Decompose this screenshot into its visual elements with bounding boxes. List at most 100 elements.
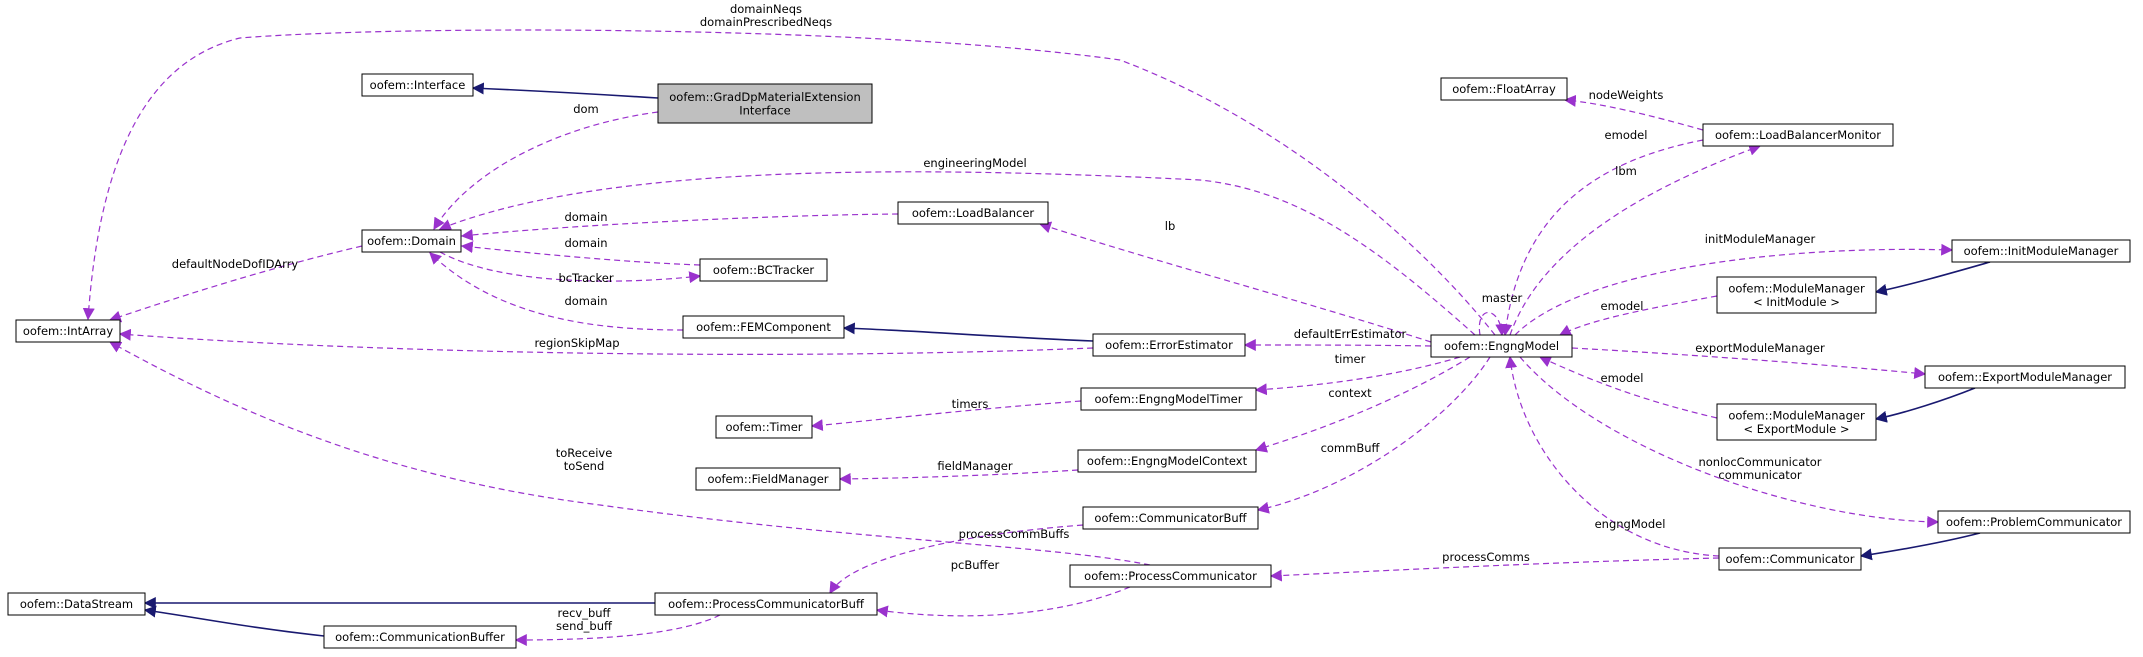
class-node-box xyxy=(1702,123,1894,147)
class-node-label: oofem::ModuleManager xyxy=(1728,408,1865,422)
edge-label-use-engngmodel-engngmodelcontext: context xyxy=(1328,386,1372,400)
class-node-timer[interactable]: oofem::Timer xyxy=(715,415,813,439)
edge-label-use-domain-bctracker: bcTracker xyxy=(558,271,613,285)
usage-edge-engngmodel-to-problemcommunicator xyxy=(1519,356,1940,528)
edge-label-use-bctracker-domain: domain xyxy=(564,236,607,250)
class-node-problemcommunicator[interactable]: oofem::ProblemCommunicator xyxy=(1937,510,2131,534)
class-node-loadbalancer[interactable]: oofem::LoadBalancer xyxy=(897,201,1049,225)
class-node-engngmodelcontext[interactable]: oofem::EngngModelContext xyxy=(1077,449,1257,473)
class-node-box xyxy=(7,592,146,616)
edge-label-use-communicator-engngmodel: engngModel xyxy=(1595,517,1666,531)
class-node-box xyxy=(361,229,462,253)
edge-label-use-domain-intarray: defaultNodeDofIDArry xyxy=(172,257,299,271)
class-node-label: oofem::DataStream xyxy=(20,597,133,611)
class-node-processcommunicatorbuff[interactable]: oofem::ProcessCommunicatorBuff xyxy=(654,592,878,616)
class-node-intarray[interactable]: oofem::IntArray xyxy=(15,319,121,343)
edge-labels-layer: domdomainNeqsdomainPrescribedNeqsenginee… xyxy=(172,2,1825,633)
edge-label-use-loadbalancer-domain: domain xyxy=(564,210,607,224)
class-node-box xyxy=(654,592,878,616)
class-node-label: oofem::Domain xyxy=(367,234,456,248)
class-node-bctracker[interactable]: oofem::BCTracker xyxy=(699,258,828,282)
class-node-floatarray[interactable]: oofem::FloatArray xyxy=(1440,77,1568,101)
edge-label-use-gdpmei-domain: dom xyxy=(573,102,599,116)
inheritance-edge-exportmodulemanager-to-mm_export xyxy=(1874,387,1976,423)
edge-label-use-lbmonitor-floatarray: nodeWeights xyxy=(1589,88,1664,102)
class-node-communicatorbuff[interactable]: oofem::CommunicatorBuff xyxy=(1082,506,1259,530)
class-node-communicationbuffer[interactable]: oofem::CommunicationBuffer xyxy=(323,625,517,649)
class-node-label: oofem::ErrorEstimator xyxy=(1105,338,1233,352)
class-node-label: oofem::EngngModelContext xyxy=(1087,454,1248,468)
class-node-datastream[interactable]: oofem::DataStream xyxy=(7,592,146,616)
class-node-box xyxy=(361,73,474,97)
class-node-fieldmanager[interactable]: oofem::FieldManager xyxy=(695,467,841,491)
class-node-label: oofem::LoadBalancer xyxy=(912,206,1035,220)
class-node-initmodulemanager[interactable]: oofem::InitModuleManager xyxy=(1951,239,2131,263)
class-node-label: Interface xyxy=(739,103,791,117)
class-node-label: < ExportModule > xyxy=(1743,422,1849,436)
usage-edge-engngmodel-to-domain xyxy=(438,171,1476,336)
usage-edge-engngmodel-to-initmodulemanager xyxy=(1514,243,1954,336)
nodes-layer: oofem::GradDpMaterialExtensionInterfaceo… xyxy=(7,73,2131,649)
edge-label-use-engngmodel-problemcommunicator: nonlocCommunicator xyxy=(1698,455,1821,469)
usage-edge-engngmodel-to-exportmodulemanager xyxy=(1571,347,1927,379)
usage-edge-engngmodel-to-engngmodelcontext xyxy=(1254,356,1471,453)
usage-edge-engngmodel-to-loadbalancer xyxy=(1038,221,1432,343)
inheritance-edge-problemcommunicator-to-communicator xyxy=(1859,532,1981,561)
class-node-communicator[interactable]: oofem::Communicator xyxy=(1718,547,1862,571)
class-node-label: oofem::LoadBalancerMonitor xyxy=(1715,128,1881,142)
class-node-engngmodel[interactable]: oofem::EngngModel xyxy=(1430,334,1573,358)
class-node-box xyxy=(15,319,121,343)
usage-edge-lbmonitor-to-floatarray xyxy=(1563,94,1704,131)
class-node-box xyxy=(1080,387,1257,411)
class-node-label: < InitModule > xyxy=(1753,295,1840,309)
edge-label-use-engngmodel-domain: engineeringModel xyxy=(923,156,1026,170)
edge-label-use-engngmodel-loadbalancer: lb xyxy=(1165,219,1176,233)
class-node-engngmodeltimer[interactable]: oofem::EngngModelTimer xyxy=(1080,387,1257,411)
usage-edge-loadbalancer-to-domain xyxy=(460,213,899,241)
edge-label-use-engngmodeltimer-timer: timers xyxy=(952,397,989,411)
edge-label-use-engngmodel-errorestimator: defaultErrEstimator xyxy=(1294,327,1407,341)
class-node-label: oofem::GradDpMaterialExtension xyxy=(669,90,860,104)
usage-edge-communicatorbuff-to-processcommunicatorbuff xyxy=(829,524,1084,595)
usage-edge-processcommunicator-to-processcommunicatorbuff xyxy=(875,586,1131,618)
edge-label-use-engngmodel-intarray: domainPrescribedNeqs xyxy=(700,15,832,29)
class-node-box xyxy=(1716,276,1877,314)
class-node-box xyxy=(323,625,517,649)
usage-edge-engngmodel-to-intarray xyxy=(82,29,1496,336)
class-node-label: oofem::Interface xyxy=(370,78,466,92)
edge-label-use-mminit-engngmodel: emodel xyxy=(1601,299,1644,313)
class-node-box xyxy=(715,415,813,439)
class-node-label: oofem::ProcessCommunicator xyxy=(1084,569,1257,583)
class-node-box xyxy=(1718,547,1862,571)
class-node-label: oofem::CommunicationBuffer xyxy=(335,630,505,644)
class-node-exportmodulemanager[interactable]: oofem::ExportModuleManager xyxy=(1924,365,2126,389)
class-node-processcommunicator[interactable]: oofem::ProcessCommunicator xyxy=(1069,564,1272,588)
class-node-femcomponent[interactable]: oofem::FEMComponent xyxy=(682,315,845,339)
class-node-label: oofem::CommunicatorBuff xyxy=(1094,511,1247,525)
usage-edge-engngmodel-to-errorestimator xyxy=(1243,339,1432,352)
class-node-box xyxy=(1069,564,1272,588)
class-node-lbmonitor[interactable]: oofem::LoadBalancerMonitor xyxy=(1702,123,1894,147)
edge-label-use-engngmodel-initmodulemanager: initModuleManager xyxy=(1705,232,1816,246)
class-node-box xyxy=(1092,333,1246,357)
class-node-label: oofem::IntArray xyxy=(23,324,114,338)
edges-layer xyxy=(82,29,1991,646)
class-node-box xyxy=(1077,449,1257,473)
usage-edge-communicator-to-processcommunicator xyxy=(1269,557,1720,582)
edge-label-use-femcomponent-domain: domain xyxy=(564,294,607,308)
class-node-box xyxy=(1430,334,1573,358)
class-node-mm_init[interactable]: oofem::ModuleManager< InitModule > xyxy=(1716,276,1877,314)
class-node-mm_export[interactable]: oofem::ModuleManager< ExportModule > xyxy=(1716,403,1877,441)
inheritance-edge-initmodulemanager-to-mm_init xyxy=(1874,261,1991,296)
class-node-errorestimator[interactable]: oofem::ErrorEstimator xyxy=(1092,333,1246,357)
class-node-box xyxy=(1937,510,2131,534)
usage-edge-engngmodel-to-engngmodeltimer xyxy=(1254,356,1461,396)
usage-edge-gdpmei-to-domain xyxy=(433,111,659,231)
class-node-domain[interactable]: oofem::Domain xyxy=(361,229,462,253)
edge-label-use-engngmodelcontext-fieldmanager: fieldManager xyxy=(937,459,1012,473)
usage-edge-mm_init-to-engngmodel xyxy=(1558,295,1718,336)
edge-label-use-processcommunicator-pcb: pcBuffer xyxy=(951,558,1000,572)
class-node-interface[interactable]: oofem::Interface xyxy=(361,73,474,97)
edge-label-use-engngmodel-exportmodulemanager: exportModuleManager xyxy=(1695,341,1825,355)
